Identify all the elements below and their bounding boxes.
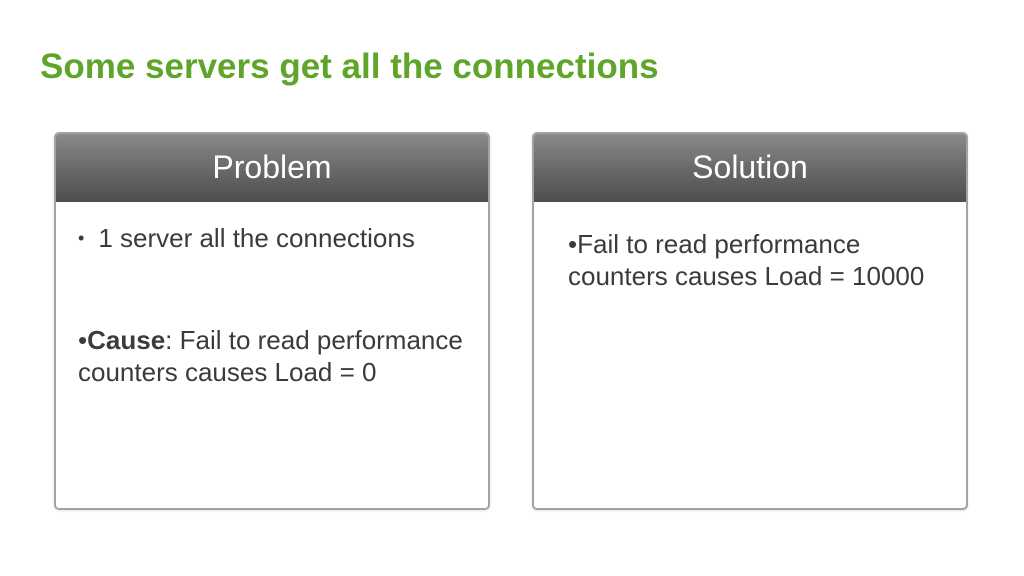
cause-bullet: • [78, 325, 88, 355]
cause-text: : Fail to read performance counters caus… [78, 325, 463, 387]
solution-text: •Fail to read performance counters cause… [568, 229, 925, 291]
problem-cause: •Cause: Fail to read performance counter… [78, 324, 478, 388]
problem-bullet-text: 1 server all the connections [98, 223, 415, 253]
problem-panel: Problem •1 server all the connections •C… [54, 132, 490, 510]
solution-header: Solution [534, 134, 966, 202]
problem-bullet: • 1 server all the connections [78, 222, 415, 254]
solution-panel: Solution •Fail to read performance count… [532, 132, 968, 510]
bullet-dot-icon: • [78, 228, 85, 248]
cause-label: Cause [87, 325, 166, 355]
problem-header: Problem [56, 134, 488, 202]
slide-title: Some servers get all the connections [40, 47, 659, 86]
